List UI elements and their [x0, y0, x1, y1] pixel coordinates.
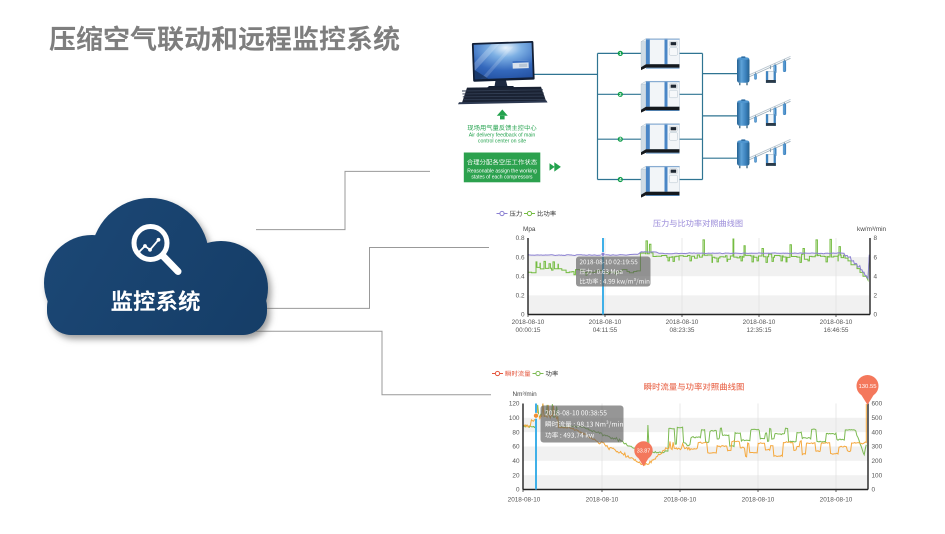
- svg-text:kw/m³/min: kw/m³/min: [857, 226, 887, 233]
- svg-text:2018-08-10: 2018-08-10: [820, 496, 853, 503]
- svg-text:20: 20: [512, 472, 520, 479]
- svg-text:0: 0: [872, 487, 876, 494]
- svg-text:2: 2: [619, 92, 622, 97]
- svg-text:Nm³/min: Nm³/min: [513, 391, 538, 398]
- svg-text:0: 0: [874, 312, 878, 319]
- svg-text:control center on site: control center on site: [478, 138, 526, 144]
- svg-text:1: 1: [619, 51, 622, 56]
- svg-text:0.2: 0.2: [516, 293, 525, 300]
- svg-text:12:35:15: 12:35:15: [747, 327, 772, 334]
- svg-text:Mpa: Mpa: [523, 226, 536, 233]
- svg-text:2018-08-10: 2018-08-10: [508, 496, 541, 503]
- svg-text:33.87: 33.87: [637, 448, 651, 454]
- svg-text:130.55: 130.55: [858, 384, 877, 390]
- svg-text:60: 60: [512, 444, 520, 451]
- svg-text:2018-08-10: 2018-08-10: [512, 319, 545, 326]
- svg-text:2018-08-10: 2018-08-10: [820, 319, 853, 326]
- svg-text:4: 4: [619, 177, 622, 182]
- svg-text:120: 120: [509, 401, 520, 408]
- svg-text:4: 4: [874, 273, 878, 280]
- svg-text:2018-08-10: 2018-08-10: [743, 319, 776, 326]
- svg-text:200: 200: [872, 458, 883, 465]
- svg-text:0: 0: [521, 312, 525, 319]
- svg-text:0.8: 0.8: [516, 235, 525, 242]
- svg-text:2018-08-10: 2018-08-10: [586, 496, 619, 503]
- svg-text:100: 100: [872, 472, 883, 479]
- svg-text:2: 2: [874, 293, 878, 300]
- svg-text:0.4: 0.4: [516, 273, 525, 280]
- svg-text:3: 3: [619, 137, 622, 142]
- svg-text:04:11:55: 04:11:55: [593, 327, 618, 334]
- svg-text:6: 6: [874, 254, 878, 261]
- svg-text:Air delivery feedback of main: Air delivery feedback of main: [469, 133, 536, 139]
- svg-text:500: 500: [872, 415, 883, 422]
- svg-text:300: 300: [872, 444, 883, 451]
- svg-text:100: 100: [509, 415, 520, 422]
- svg-text:80: 80: [512, 429, 520, 436]
- svg-text:states of each compressors: states of each compressors: [471, 175, 533, 181]
- svg-text:16:46:55: 16:46:55: [824, 327, 849, 334]
- svg-text:Reasonable assign the working: Reasonable assign the working: [467, 169, 537, 175]
- svg-text:40: 40: [512, 458, 520, 465]
- svg-text:2018-08-10: 2018-08-10: [589, 319, 622, 326]
- svg-text:400: 400: [872, 429, 883, 436]
- svg-text:00:00:15: 00:00:15: [516, 327, 541, 334]
- svg-text:2018-08-10: 2018-08-10: [664, 496, 697, 503]
- svg-text:08:23:35: 08:23:35: [670, 327, 695, 334]
- svg-text:600: 600: [872, 401, 883, 408]
- svg-text:0.6: 0.6: [516, 254, 525, 261]
- svg-text:8: 8: [874, 235, 878, 242]
- svg-text:0: 0: [516, 487, 520, 494]
- svg-text:2018-08-10: 2018-08-10: [666, 319, 699, 326]
- svg-text:2018-08-10: 2018-08-10: [742, 496, 775, 503]
